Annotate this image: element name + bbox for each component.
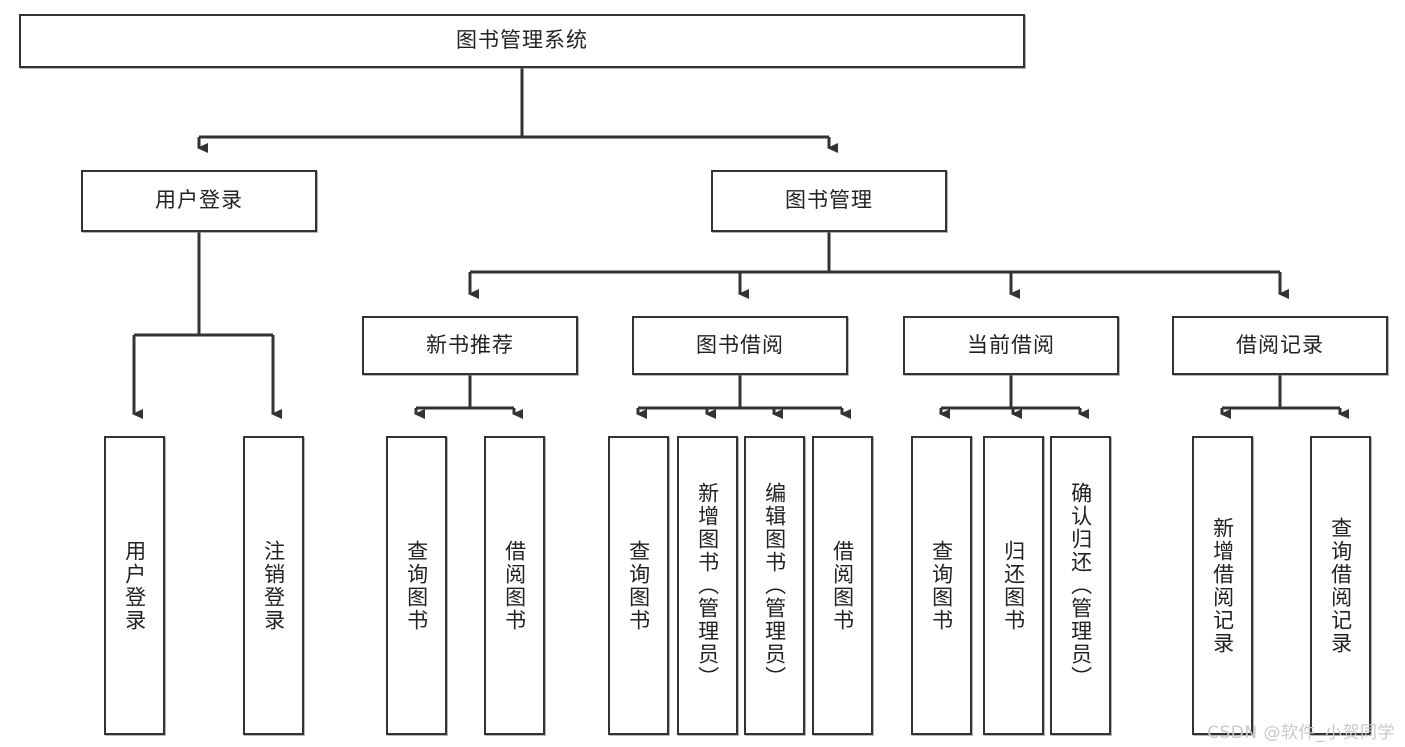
node-leaf-add-book-label: 新增图书（管理员） (695, 482, 720, 689)
node-book-borrow[interactable]: 图书借阅 (632, 316, 848, 375)
node-borrow-record[interactable]: 借阅记录 (1172, 316, 1388, 375)
node-leaf-query-book-cur[interactable]: 查询图书 (911, 436, 972, 735)
node-user-login[interactable]: 用户登录 (81, 170, 317, 232)
node-leaf-add-record[interactable]: 新增借阅记录 (1192, 436, 1253, 735)
node-new-book-recommend-label: 新书推荐 (426, 332, 514, 357)
node-book-manage-label: 图书管理 (785, 188, 873, 213)
node-root[interactable]: 图书管理系统 (19, 14, 1025, 68)
csdn-watermark: CSDN @软件_小贺同学 (1207, 723, 1395, 743)
node-leaf-query-book-bor[interactable]: 查询图书 (608, 436, 669, 735)
node-current-borrow[interactable]: 当前借阅 (903, 316, 1119, 375)
node-leaf-query-book-cur-label: 查询图书 (929, 539, 954, 632)
node-leaf-return-book[interactable]: 归还图书 (983, 436, 1044, 735)
node-borrow-record-label: 借阅记录 (1236, 332, 1324, 357)
node-user-login-label: 用户登录 (155, 188, 243, 213)
node-leaf-confirm-return-label: 确认归还（管理员） (1068, 482, 1093, 689)
node-leaf-logout-label: 注销登录 (261, 539, 286, 632)
node-new-book-recommend[interactable]: 新书推荐 (362, 316, 578, 375)
node-leaf-logout[interactable]: 注销登录 (243, 436, 304, 735)
node-leaf-query-book-bor-label: 查询图书 (626, 539, 651, 632)
node-leaf-query-book-rec-label: 查询图书 (404, 539, 429, 632)
node-leaf-edit-book[interactable]: 编辑图书（管理员） (744, 436, 805, 735)
node-leaf-query-book-rec[interactable]: 查询图书 (386, 436, 447, 735)
node-book-manage[interactable]: 图书管理 (711, 170, 947, 232)
node-book-borrow-label: 图书借阅 (696, 332, 784, 357)
node-leaf-borrow-book[interactable]: 借阅图书 (812, 436, 873, 735)
node-leaf-return-book-label: 归还图书 (1001, 539, 1026, 632)
node-leaf-edit-book-label: 编辑图书（管理员） (762, 482, 787, 689)
node-leaf-user-login[interactable]: 用户登录 (104, 436, 165, 735)
node-current-borrow-label: 当前借阅 (967, 332, 1055, 357)
node-leaf-query-record[interactable]: 查询借阅记录 (1310, 436, 1371, 735)
node-leaf-borrow-book-rec-label: 借阅图书 (502, 539, 527, 632)
node-leaf-borrow-book-rec[interactable]: 借阅图书 (484, 436, 545, 735)
node-leaf-confirm-return[interactable]: 确认归还（管理员） (1050, 436, 1111, 735)
node-leaf-add-book[interactable]: 新增图书（管理员） (677, 436, 738, 735)
node-leaf-user-login-label: 用户登录 (122, 539, 147, 632)
node-leaf-query-record-label: 查询借阅记录 (1328, 516, 1353, 655)
node-leaf-add-record-label: 新增借阅记录 (1210, 516, 1235, 655)
node-leaf-borrow-book-label: 借阅图书 (830, 539, 855, 632)
node-root-label: 图书管理系统 (456, 28, 588, 53)
